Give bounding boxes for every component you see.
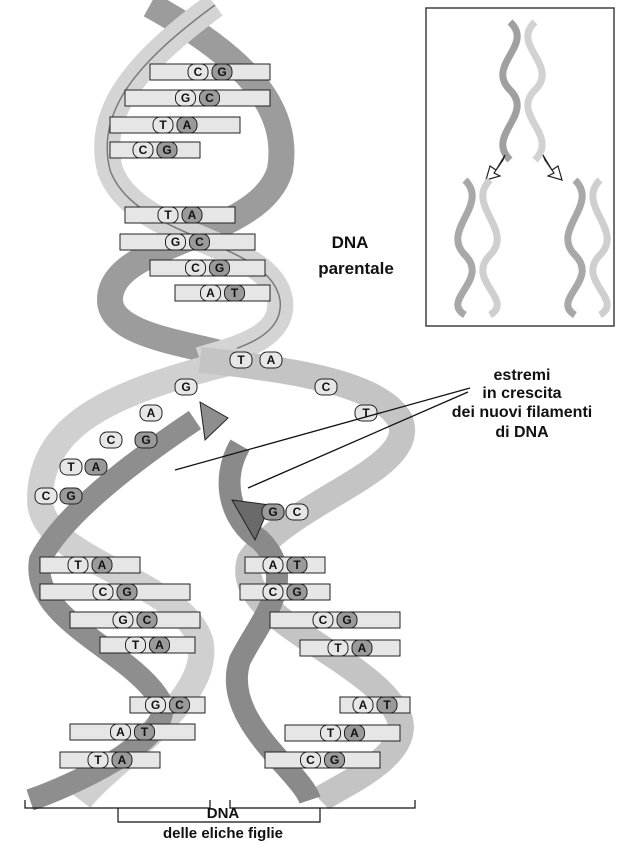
- base-g: G: [215, 261, 224, 275]
- new-base-g: G: [141, 433, 150, 447]
- inset-frame: [426, 8, 614, 326]
- base-g: G: [342, 613, 351, 627]
- base-g: G: [151, 698, 160, 712]
- base-c: C: [269, 585, 278, 599]
- base-pair-rung: [110, 117, 240, 133]
- pointer-line-left: [175, 388, 470, 470]
- base-pair-rung: [125, 207, 235, 223]
- base-c: C: [194, 65, 203, 79]
- fork-base-c: C: [42, 489, 51, 503]
- parental-helix: CGGCTACGTAGCCGAT: [107, 5, 281, 360]
- base-t: T: [334, 641, 342, 655]
- base-pair-rung: [265, 752, 380, 768]
- fork-base-a: A: [147, 406, 156, 420]
- base-g: G: [122, 585, 131, 599]
- base-a: A: [118, 753, 127, 767]
- base-pair-rung: [120, 234, 255, 250]
- base-t: T: [231, 286, 239, 300]
- base-t: T: [383, 698, 391, 712]
- base-t: T: [141, 725, 149, 739]
- base-c: C: [139, 143, 148, 157]
- daughters-label-line1: DNA: [207, 805, 240, 822]
- base-pair-rung: [70, 612, 200, 628]
- base-pair-rung: [245, 557, 325, 573]
- base-a: A: [98, 558, 107, 572]
- fork-base-t: T: [67, 460, 75, 474]
- base-a: A: [269, 558, 278, 572]
- new-base-c: C: [293, 505, 302, 519]
- base-pair-rung: [40, 584, 190, 600]
- base-pair-rung: [100, 637, 195, 653]
- base-c: C: [205, 91, 214, 105]
- base-t: T: [293, 558, 301, 572]
- parental-label-line2: parentale: [318, 259, 394, 278]
- base-pair-rung: [285, 725, 400, 741]
- base-pair-rung: [240, 584, 330, 600]
- base-a: A: [188, 208, 197, 222]
- base-a: A: [206, 286, 215, 300]
- new-base-g: G: [66, 489, 75, 503]
- base-t: T: [94, 753, 102, 767]
- inset-overview: [426, 8, 614, 326]
- new-base-g: G: [268, 505, 277, 519]
- base-pair-rung: [270, 612, 400, 628]
- daughters-label-line2: delle eliche figlie: [163, 825, 283, 842]
- fork-base-g: G: [181, 380, 190, 394]
- base-pair-rung: [300, 640, 400, 656]
- base-pair-rung: [150, 260, 265, 276]
- base-t: T: [327, 726, 335, 740]
- base-pair-rung: [40, 557, 140, 573]
- base-pair-rung: [150, 64, 270, 80]
- fork-base-c: C: [322, 380, 331, 394]
- left-growth-arrowhead: [200, 402, 228, 440]
- base-a: A: [183, 118, 192, 132]
- base-a: A: [350, 726, 359, 740]
- base-c: C: [319, 613, 328, 627]
- growing-ends-label-line2: in crescita: [482, 385, 561, 402]
- base-c: C: [195, 235, 204, 249]
- base-pair-rung: [125, 90, 270, 106]
- base-a: A: [155, 638, 164, 652]
- base-t: T: [74, 558, 82, 572]
- base-t: T: [159, 118, 167, 132]
- base-c: C: [191, 261, 200, 275]
- base-c: C: [175, 698, 184, 712]
- growing-ends-label-line3: dei nuovi filamenti: [452, 404, 592, 421]
- base-a: A: [358, 641, 367, 655]
- base-g: G: [292, 585, 301, 599]
- base-c: C: [99, 585, 108, 599]
- base-c: C: [143, 613, 152, 627]
- base-g: G: [171, 235, 180, 249]
- new-base-a: A: [92, 460, 101, 474]
- base-g: G: [118, 613, 127, 627]
- base-g: G: [181, 91, 190, 105]
- parental-label-line1: DNA: [332, 233, 369, 252]
- base-pair-rung: [130, 697, 205, 713]
- growing-ends-label-line1: estremi: [494, 367, 551, 384]
- base-c: C: [306, 753, 315, 767]
- growing-ends-label-line4: di DNA: [495, 424, 549, 441]
- base-a: A: [116, 725, 125, 739]
- base-t: T: [132, 638, 140, 652]
- base-g: G: [217, 65, 226, 79]
- base-g: G: [330, 753, 339, 767]
- base-pair-rung: [175, 285, 270, 301]
- base-pair-rung: [70, 724, 195, 740]
- fork-base-c: C: [107, 433, 116, 447]
- base-t: T: [164, 208, 172, 222]
- base-pair-rung: [340, 697, 410, 713]
- fork-base-a: A: [267, 353, 276, 367]
- parental-strand-front: [107, 5, 280, 360]
- base-pair-rung: [60, 752, 160, 768]
- base-a: A: [359, 698, 368, 712]
- base-pair-rung: [110, 142, 200, 158]
- base-g: G: [162, 143, 171, 157]
- fork-base-t: T: [237, 353, 245, 367]
